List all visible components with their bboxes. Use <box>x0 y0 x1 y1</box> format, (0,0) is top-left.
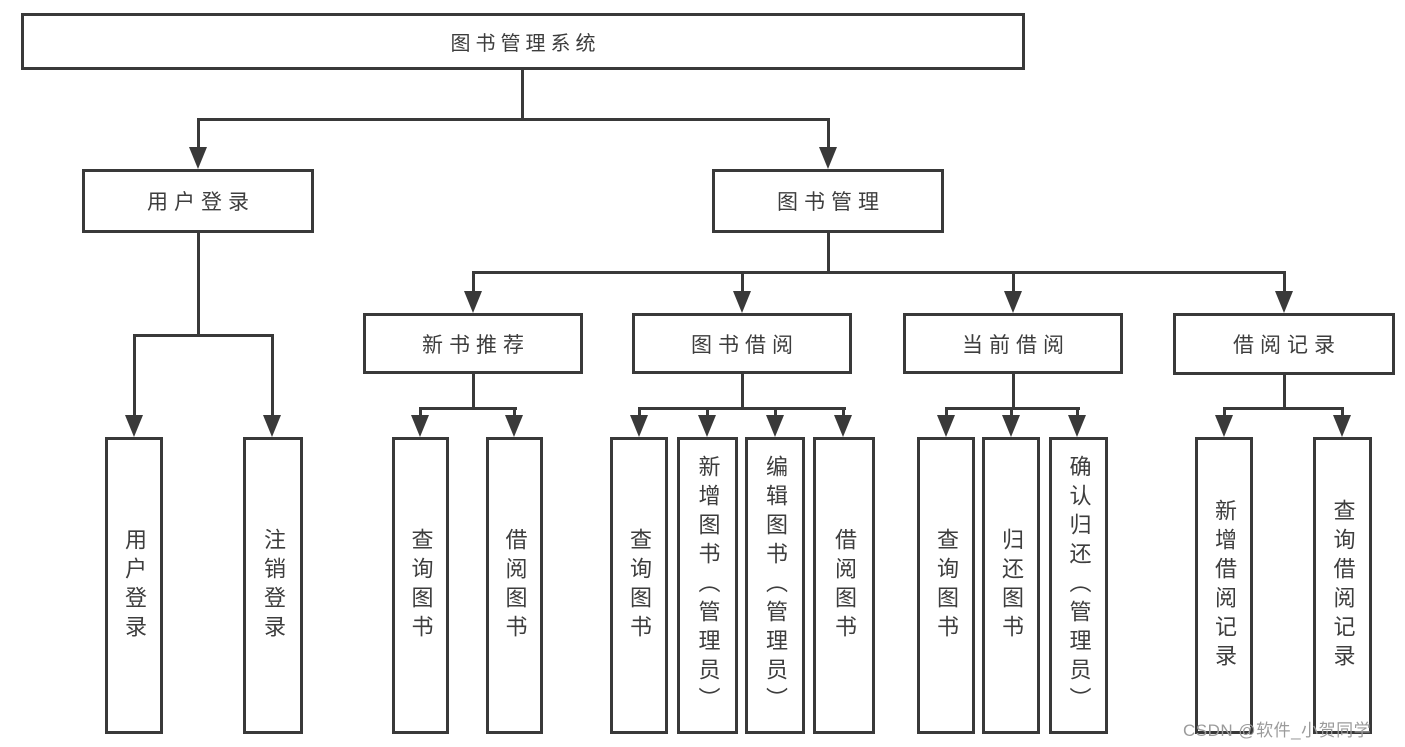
connector-userlogin-stem <box>197 233 200 334</box>
connector-leaf-drop <box>1076 407 1079 417</box>
connector-leaf-drop <box>945 407 948 417</box>
arrowhead-down-icon <box>766 415 784 437</box>
arrowhead-down-icon <box>937 415 955 437</box>
connector-leaf-drop <box>1341 407 1344 417</box>
connector-leaf-drop <box>842 407 845 417</box>
arrowhead-down-icon <box>834 415 852 437</box>
connector-records-rail <box>1223 407 1344 410</box>
connector-leaf-drop <box>513 407 516 417</box>
arrowhead-down-icon <box>1068 415 1086 437</box>
connector-level2-rail <box>472 271 1284 274</box>
connector-leaf-drop <box>271 334 274 417</box>
arrowhead-down-icon <box>733 291 751 313</box>
connector-leaf-drop <box>774 407 777 417</box>
leaf-current-search-label: 查询图书 <box>934 527 959 644</box>
leaf-borrow-borrow-label: 借阅图书 <box>832 527 857 644</box>
leaf-newbook-search: 查询图书 <box>392 437 449 734</box>
connector-bookborrow-drop <box>741 271 744 293</box>
leaf-newbook-borrow: 借阅图书 <box>486 437 543 734</box>
node-book-mgmt-label: 图书管理 <box>777 191 885 214</box>
leaf-records-search: 查询借阅记录 <box>1313 437 1372 734</box>
arrowhead-down-icon <box>698 415 716 437</box>
connector-bookmgmt-drop <box>827 118 830 149</box>
connector-newbook-rail <box>419 407 517 410</box>
arrowhead-down-icon <box>630 415 648 437</box>
connector-currentborrow-stem <box>1012 374 1015 407</box>
leaf-current-return-label: 归还图书 <box>999 527 1024 644</box>
leaf-borrow-borrow: 借阅图书 <box>813 437 875 734</box>
arrowhead-down-icon <box>464 291 482 313</box>
connector-userlogin-drop <box>197 118 200 149</box>
connector-leaf-drop <box>706 407 709 417</box>
leaf-borrow-search-label: 查询图书 <box>627 527 652 644</box>
arrowhead-down-icon <box>189 147 207 169</box>
node-user-login-label: 用户登录 <box>147 191 255 214</box>
connector-leaf-drop <box>419 407 422 417</box>
leaf-current-confirm-label: 确认归还（管理员） <box>1066 455 1092 716</box>
connector-leaf-drop <box>1010 407 1013 417</box>
connector-bookmgmt-stem <box>827 233 830 271</box>
leaf-records-add: 新增借阅记录 <box>1195 437 1253 734</box>
connector-bookborrow-rail <box>638 407 846 410</box>
node-current-borrow-label: 当前借阅 <box>962 333 1070 357</box>
node-root-label: 图书管理系统 <box>450 33 601 55</box>
node-book-borrow-label: 图书借阅 <box>691 333 799 357</box>
connector-root-stem <box>521 70 524 118</box>
node-user-login: 用户登录 <box>82 169 314 233</box>
leaf-user-login: 用户登录 <box>105 437 163 734</box>
leaf-newbook-borrow-label: 借阅图书 <box>502 527 528 644</box>
leaf-borrow-add: 新增图书（管理员） <box>677 437 738 734</box>
node-new-book: 新书推荐 <box>363 313 583 374</box>
node-current-borrow: 当前借阅 <box>903 313 1123 374</box>
node-book-mgmt: 图书管理 <box>712 169 944 233</box>
arrowhead-down-icon <box>1333 415 1351 437</box>
arrowhead-down-icon <box>819 147 837 169</box>
arrowhead-down-icon <box>1215 415 1233 437</box>
node-new-book-label: 新书推荐 <box>422 333 530 357</box>
leaf-records-add-label: 新增借阅记录 <box>1212 498 1237 673</box>
leaf-current-confirm: 确认归还（管理员） <box>1049 437 1108 734</box>
connector-level1-rail <box>197 118 829 121</box>
leaf-current-return: 归还图书 <box>982 437 1040 734</box>
leaf-records-search-label: 查询借阅记录 <box>1330 498 1356 673</box>
leaf-borrow-add-label: 新增图书（管理员） <box>695 455 721 716</box>
arrowhead-down-icon <box>411 415 429 437</box>
leaf-logout-label: 注销登录 <box>261 527 286 644</box>
node-borrow-records-label: 借阅记录 <box>1233 334 1341 357</box>
leaf-current-search: 查询图书 <box>917 437 975 734</box>
leaf-borrow-edit: 编辑图书（管理员） <box>745 437 805 734</box>
arrowhead-down-icon <box>505 415 523 437</box>
csdn-watermark: CSDN @软件_小贺同学 <box>1183 721 1372 740</box>
connector-currentborrow-drop <box>1012 271 1015 293</box>
connector-userlogin-rail <box>133 334 274 337</box>
node-root: 图书管理系统 <box>21 13 1025 70</box>
connector-leaf-drop <box>638 407 641 417</box>
arrowhead-down-icon <box>125 415 143 437</box>
connector-leaf-drop <box>133 334 136 417</box>
connector-bookborrow-stem <box>741 374 744 407</box>
connector-records-drop <box>1283 271 1286 293</box>
leaf-user-login-label: 用户登录 <box>122 527 147 644</box>
node-book-borrow: 图书借阅 <box>632 313 852 374</box>
node-borrow-records: 借阅记录 <box>1173 313 1395 375</box>
leaf-newbook-search-label: 查询图书 <box>408 527 434 644</box>
connector-leaf-drop <box>1223 407 1226 417</box>
arrowhead-down-icon <box>263 415 281 437</box>
leaf-logout: 注销登录 <box>243 437 303 734</box>
arrowhead-down-icon <box>1002 415 1020 437</box>
arrowhead-down-icon <box>1275 291 1293 313</box>
connector-records-stem <box>1283 374 1286 407</box>
connector-newbook-drop <box>472 271 475 293</box>
arrowhead-down-icon <box>1004 291 1022 313</box>
connector-newbook-stem <box>472 374 475 407</box>
leaf-borrow-edit-label: 编辑图书（管理员） <box>763 455 788 716</box>
leaf-borrow-search: 查询图书 <box>610 437 668 734</box>
